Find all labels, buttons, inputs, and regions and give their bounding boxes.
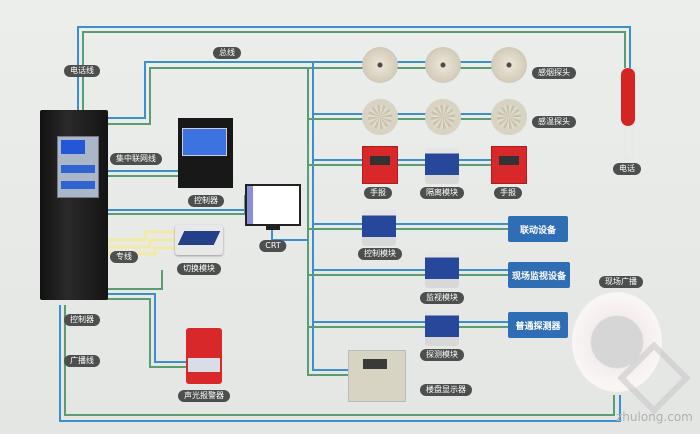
label-phone-line: 电话线 <box>64 65 100 77</box>
label-sound-light-alarm: 声光报警器 <box>178 390 230 402</box>
bus-trunk-green <box>307 68 350 376</box>
telephone-cord <box>624 126 634 160</box>
main-controller-cabinet <box>40 110 108 300</box>
control-module <box>362 210 396 246</box>
label-bus-line: 总线 <box>213 47 241 59</box>
manual-alarm-button <box>491 146 527 184</box>
floor-display <box>348 350 406 402</box>
dedicated-line <box>107 230 178 242</box>
control-panel <box>178 118 233 188</box>
crt-stand <box>266 224 280 230</box>
bus-trunk-blue <box>312 62 350 371</box>
label-floor-display: 楼盘显示器 <box>420 384 472 396</box>
smoke-detector <box>362 47 398 83</box>
heat-detector <box>425 99 461 135</box>
telephone <box>621 68 635 126</box>
label-broadcast-line: 广播线 <box>64 355 100 367</box>
broadcast-line-blue <box>59 305 621 422</box>
label-isolation-module: 隔离模块 <box>420 187 464 199</box>
label-detect-module: 探测模块 <box>420 349 464 361</box>
sound-light-alarm <box>186 328 222 384</box>
label-crt: CRT <box>259 240 287 252</box>
label-manual-alarm-1: 手报 <box>364 187 392 199</box>
watermark-text: zhulong.com <box>616 410 693 424</box>
manual-alarm-button <box>362 146 398 184</box>
linkage-equipment-box: 联动设备 <box>508 216 568 242</box>
crt-monitor <box>245 184 301 226</box>
label-control-panel: 控制器 <box>188 195 224 207</box>
smoke-detector <box>491 47 527 83</box>
broadcast-speaker <box>572 292 662 392</box>
label-monitor-module: 监视模块 <box>420 292 464 304</box>
alarm-line <box>107 293 186 363</box>
bus-line-blue <box>107 61 515 119</box>
smoke-detector <box>425 47 461 83</box>
ordinary-detector-box: 普通探测器 <box>508 312 568 338</box>
bus-line-green <box>107 67 515 125</box>
cabinet-panel <box>57 136 99 198</box>
site-monitor-equipment-box: 现场监视设备 <box>508 262 570 288</box>
heat-detector <box>362 99 398 135</box>
label-manual-alarm-2: 手报 <box>494 187 522 199</box>
heat-detector <box>491 99 527 135</box>
label-network-line: 集中联网线 <box>110 153 162 165</box>
label-telephone: 电话 <box>613 163 641 175</box>
label-control-module: 控制模块 <box>358 248 402 260</box>
monitor-module <box>425 252 459 288</box>
label-heat-detector: 感温探头 <box>532 116 576 128</box>
label-site-broadcast: 现场广播 <box>599 276 643 288</box>
label-switch-module: 切换模块 <box>177 263 221 275</box>
switch-module <box>175 225 223 255</box>
isolation-module <box>425 148 459 184</box>
label-main-controller: 控制器 <box>64 314 100 326</box>
detect-module <box>425 310 459 346</box>
label-dedicated-line: 专线 <box>110 251 138 263</box>
label-smoke-detector: 感烟探头 <box>532 67 576 79</box>
